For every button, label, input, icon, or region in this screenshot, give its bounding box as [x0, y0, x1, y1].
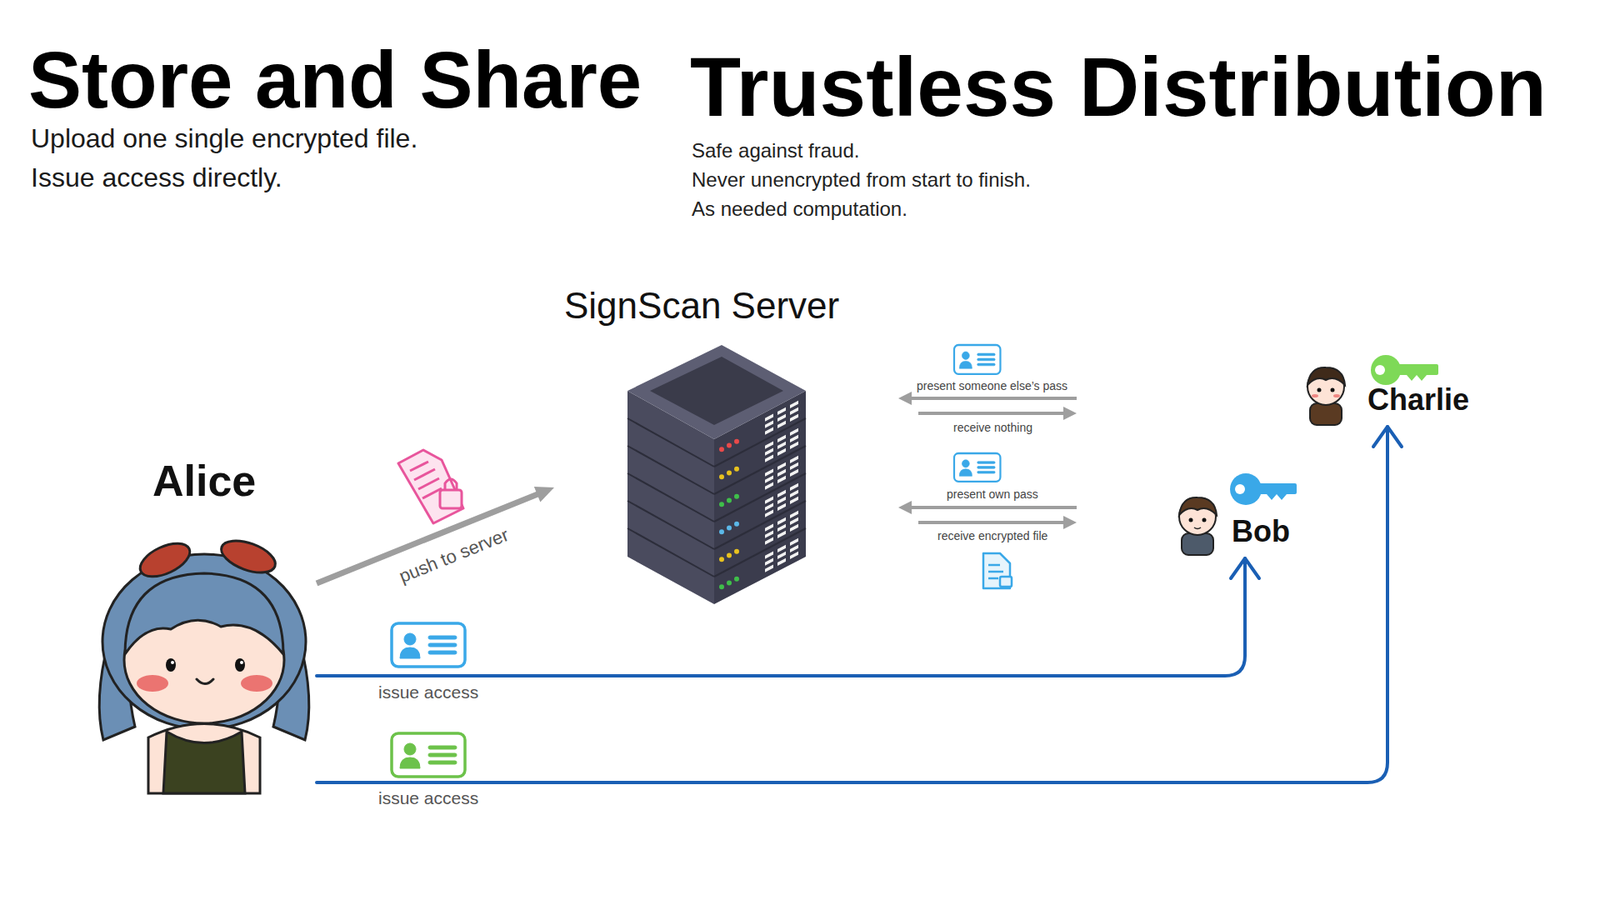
access-card-icon: [954, 453, 1000, 482]
exchange-label: present someone else’s pass: [916, 380, 1068, 392]
access-card-icon: [391, 733, 465, 777]
arrowhead: [534, 486, 555, 503]
edge-label: issue access: [378, 789, 479, 807]
access-card-icon: [954, 345, 1000, 375]
charlie-figure: [1307, 367, 1345, 425]
title: Store and Share: [28, 40, 642, 120]
subtitle: Upload one single encrypted file.: [30, 125, 418, 152]
node-name: Alice: [152, 459, 256, 503]
encrypted-file-icon: [983, 553, 1012, 589]
encrypted-file-icon: [398, 450, 464, 524]
key-icon: [1230, 473, 1297, 505]
edge-label: push to server: [393, 523, 514, 588]
note: Safe against fraud.: [691, 140, 860, 161]
edge-label: issue access: [378, 683, 479, 701]
subtitle: Issue access directly.: [30, 164, 283, 191]
note: As needed computation.: [691, 199, 908, 220]
person-charlie: Charlie: [1295, 350, 1475, 427]
exchange-arrow: [898, 391, 1077, 530]
node-name: Bob: [1231, 516, 1290, 547]
connector: [316, 558, 1260, 676]
person-bob: Bob: [1166, 468, 1309, 559]
connector: [316, 426, 1402, 783]
heading: Trustless Distribution: [690, 45, 1547, 129]
person-alice: Alice: [91, 454, 317, 796]
key-icon: [1370, 355, 1439, 385]
bob-figure: [1179, 497, 1217, 555]
server-rack: [627, 345, 806, 605]
alice-figure: [99, 534, 310, 794]
access-card-icon: [391, 623, 465, 667]
arrowhead: [1373, 426, 1402, 447]
node-name: Charlie: [1367, 385, 1470, 415]
note: Never unencrypted from start to finish.: [691, 170, 1031, 190]
arrowhead: [1230, 558, 1260, 579]
exchange-label: receive encrypted file: [937, 530, 1048, 542]
server-node: SignScan Server: [554, 287, 850, 609]
exchange-label: receive nothing: [953, 421, 1033, 434]
exchange-label: present own pass: [946, 488, 1039, 500]
node-name: SignScan Server: [564, 287, 840, 325]
